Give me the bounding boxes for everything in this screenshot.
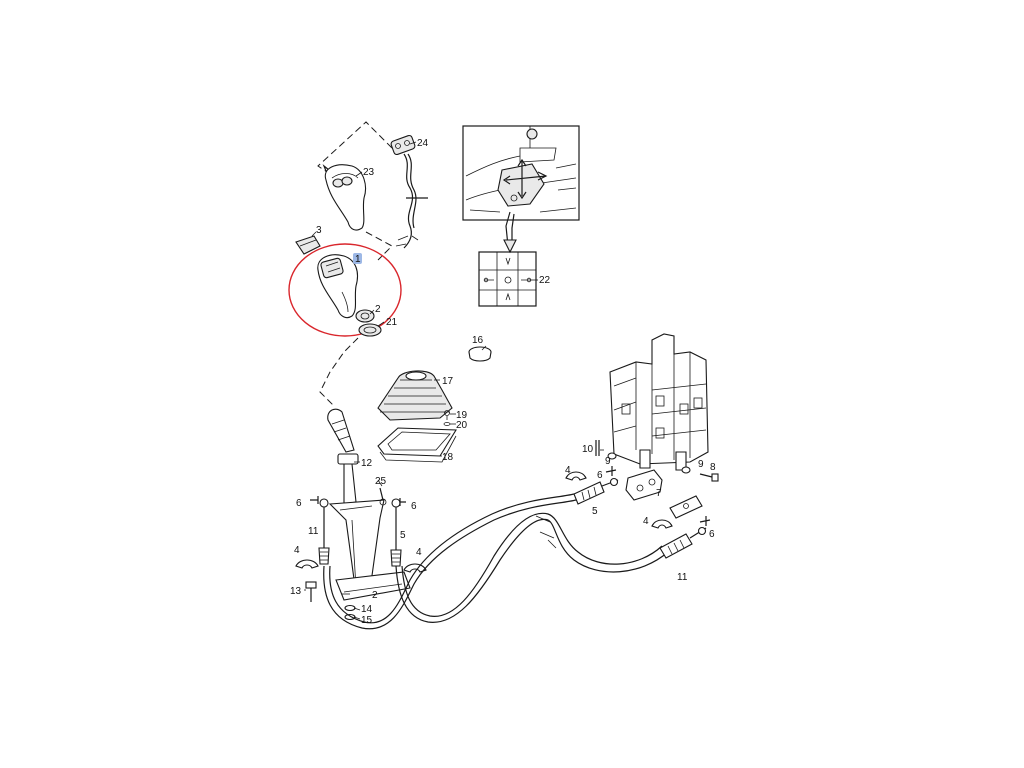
cap-3 [295, 235, 321, 255]
highlight-circle [288, 243, 402, 337]
pin-6-right-b [699, 516, 711, 526]
washer-9-a [607, 452, 617, 460]
rod-5-left [390, 498, 402, 567]
callout-4-left-b: 4 [416, 547, 422, 558]
callout-15: 15 [361, 615, 373, 626]
split-pin-10 [595, 440, 600, 456]
callout-2-top: 2 [375, 304, 381, 315]
washer-9-b [681, 466, 691, 474]
switch-assembly-24 [390, 134, 428, 249]
callout-6-right-b: 6 [709, 529, 715, 540]
callout-6-left: 6 [296, 498, 302, 509]
washers-14-15 [344, 604, 356, 621]
callout-11-right: 11 [677, 572, 688, 583]
callout-10: 10 [582, 444, 594, 455]
lever-bracket [328, 498, 411, 601]
callout-4-right-a: 4 [565, 465, 571, 476]
gear-lever-12 [327, 408, 359, 505]
callout-17: 17 [442, 376, 454, 387]
callout-22: 22 [539, 275, 551, 286]
switch-panel-22 [478, 251, 537, 307]
callout-12: 12 [361, 458, 373, 469]
callout-11-left: 11 [308, 526, 319, 537]
callout-20: 20 [456, 420, 468, 431]
rod-11-left [318, 498, 330, 565]
cable-end-11-right [659, 526, 707, 559]
bracket-7 [625, 469, 703, 519]
callout-16: 16 [472, 335, 484, 346]
bolt-13 [305, 581, 317, 602]
callout-8: 8 [710, 462, 716, 473]
boot-17 [377, 370, 453, 421]
clip-4-right-a [565, 471, 587, 481]
frame-18 [377, 427, 457, 463]
clip-4-right-b [651, 519, 673, 529]
callout-5-left: 5 [400, 530, 406, 541]
callout-1-badge [353, 253, 362, 264]
pin-25 [379, 487, 384, 501]
pin-6-center [399, 498, 406, 506]
callout-9-a: 9 [605, 456, 611, 467]
plug-16 [468, 346, 492, 362]
control-valve-block [609, 333, 709, 471]
bolt-8 [699, 473, 719, 482]
callout-4-right-b: 4 [643, 516, 649, 527]
callout-3: 3 [316, 225, 322, 236]
callout-1: 1 [355, 254, 361, 265]
callout-5-right: 5 [592, 506, 598, 517]
cables [323, 493, 669, 630]
pin-6-right-a [605, 466, 617, 476]
leader-lines [304, 141, 660, 620]
pin-6-left [310, 496, 319, 504]
callout-18: 18 [442, 452, 454, 463]
callout-25: 25 [375, 476, 387, 487]
collar-2-and-ring-21 [319, 309, 382, 407]
highlighted-knob-group [288, 243, 402, 337]
callout-21: 21 [386, 317, 398, 328]
callout-6-center: 6 [411, 501, 417, 512]
callout-14: 14 [361, 604, 373, 615]
callout-23: 23 [363, 167, 375, 178]
handle-assembly-23 [317, 121, 393, 261]
clip-4-left-a [295, 559, 319, 569]
knob-1 [317, 254, 359, 319]
callout-2-bottom: 2 [372, 590, 378, 601]
callout-19: 19 [456, 410, 468, 421]
callout-24: 24 [417, 138, 429, 149]
clip-4-left-b [403, 563, 427, 573]
bolt-19-washer-20 [443, 410, 451, 426]
callout-4-left-a: 4 [294, 545, 300, 556]
callout-6-right-a: 6 [597, 470, 603, 481]
inset-view [462, 125, 580, 254]
cable-end-5-right [573, 477, 619, 505]
callout-13: 13 [290, 586, 302, 597]
callout-9-b: 9 [698, 459, 704, 470]
callout-7: 7 [656, 488, 662, 499]
callout-numbers: 1 2 2 3 4 4 4 4 5 5 6 6 6 6 7 8 9 9 10 1… [290, 138, 716, 626]
